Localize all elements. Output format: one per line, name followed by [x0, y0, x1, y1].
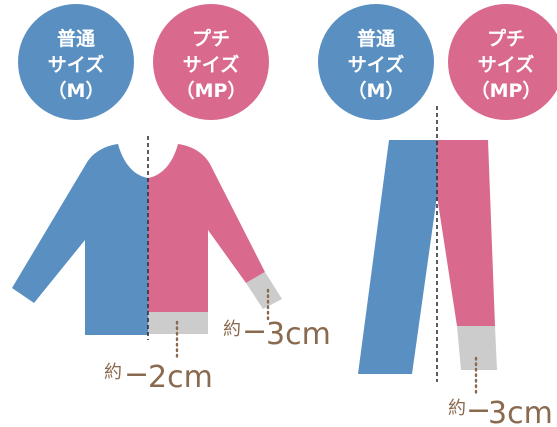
badge-line2: サイズ: [478, 53, 534, 76]
pants-illustration: [358, 106, 497, 398]
shirt-petite-half: [148, 144, 265, 312]
badge-line2: サイズ: [48, 53, 104, 76]
badge-petite-size-pants: プチ サイズ （MP）: [448, 4, 557, 120]
badge-regular-size-pants: 普通 サイズ （M）: [318, 4, 434, 120]
badge-line3: （MP）: [471, 79, 542, 102]
badge-line3: （M）: [48, 79, 105, 102]
annotation-dash: −: [242, 314, 267, 349]
badge-petite-size-top: プチ サイズ （MP）: [153, 4, 269, 120]
annotation-value: 3cm: [266, 317, 331, 352]
badge-line1: プチ: [192, 27, 230, 50]
badge-line3: （M）: [348, 79, 405, 102]
badge-regular-size-top: 普通 サイズ （M）: [18, 4, 134, 120]
badge-line2: サイズ: [348, 53, 404, 76]
shirt-illustration: [12, 136, 282, 360]
badge-line1: 普通: [357, 27, 396, 50]
badge-line3: （MP）: [176, 79, 247, 102]
shirt-regular-half: [12, 144, 148, 335]
pants-petite-half: [437, 140, 495, 326]
pants-hem-difference: [457, 326, 497, 370]
annotation-prefix: 約: [104, 362, 122, 383]
annotation-dash: −: [124, 357, 149, 392]
badge-line1: 普通: [57, 27, 96, 50]
annotation-value: 3cm: [488, 396, 553, 427]
shirt-cuff-difference: [246, 272, 282, 309]
badge-line1: プチ: [487, 27, 525, 50]
badge-line2: サイズ: [183, 53, 239, 76]
annotation-dash: −: [466, 393, 491, 427]
pants-regular-half: [358, 140, 437, 374]
annotation-pants-hem: 約 − 3cm: [448, 393, 553, 427]
annotation-prefix: 約: [448, 398, 466, 419]
annotation-hem: 約 − 2cm: [104, 357, 213, 395]
annotation-value: 2cm: [148, 360, 213, 395]
annotation-prefix: 約: [223, 319, 241, 340]
annotation-cuff: 約 − 3cm: [223, 314, 331, 352]
